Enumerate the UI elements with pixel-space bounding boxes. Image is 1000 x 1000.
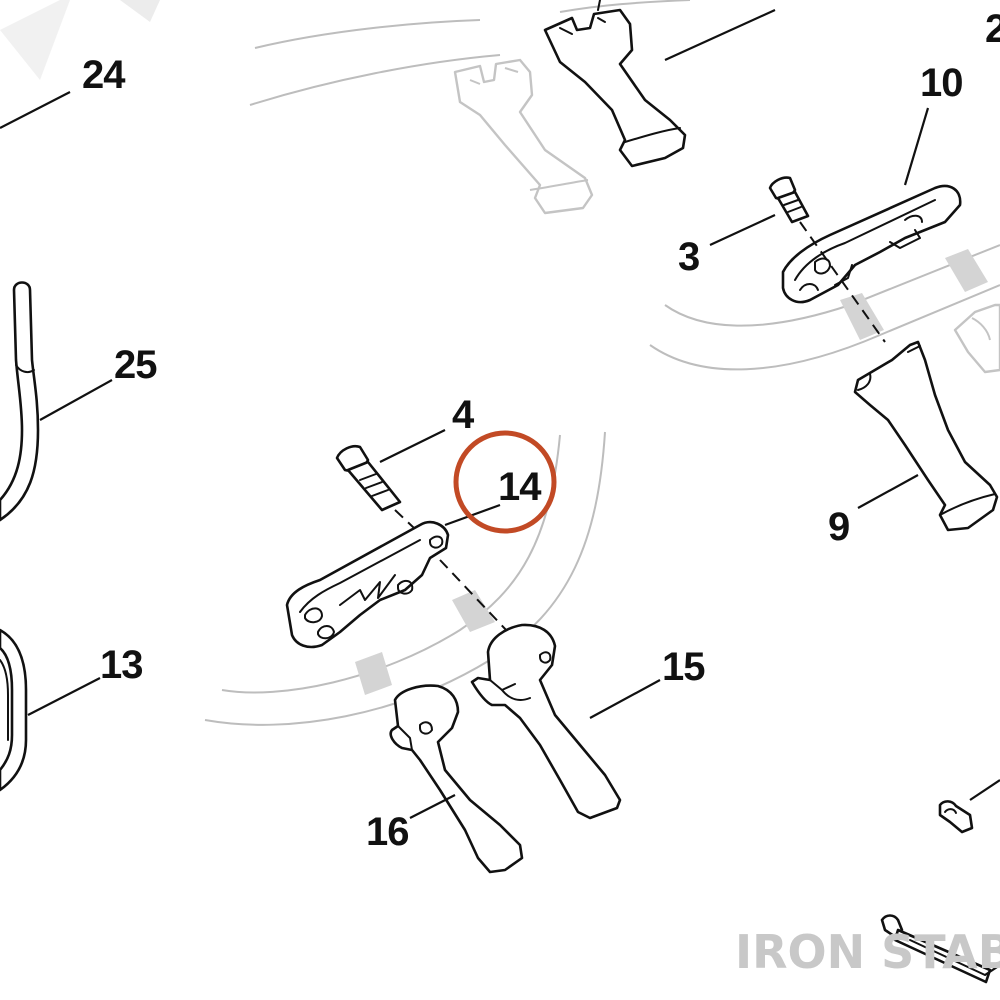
riser-part-2 — [543, 0, 687, 168]
callout-15: 15 — [662, 645, 705, 689]
cable-tie — [880, 914, 992, 984]
callout-14: 14 — [498, 465, 542, 509]
assembly-axis-right — [799, 221, 886, 343]
callout-3: 3 — [678, 235, 699, 279]
callout-16: 16 — [366, 810, 409, 854]
highlight-circle — [453, 430, 557, 534]
ghost-riser-right — [953, 303, 1000, 374]
hose-clip — [938, 800, 974, 834]
assembly-axis-center-lower — [439, 559, 526, 651]
callout-24: 24 — [82, 53, 126, 97]
handlebar-part-25 — [0, 281, 40, 522]
riser-part-15 — [470, 623, 622, 820]
callout-2: 2 — [985, 7, 1000, 51]
callout-13: 13 — [100, 643, 143, 687]
corner-mark — [120, 0, 160, 22]
callout-10: 10 — [920, 61, 963, 105]
clamp-part-14 — [285, 520, 450, 649]
corner-mark-2 — [0, 0, 70, 80]
riser-part-9 — [853, 340, 999, 532]
bolt-part-4 — [335, 444, 402, 512]
ghost-riser-top — [453, 58, 594, 215]
callout-9: 9 — [828, 505, 849, 549]
leader-lines — [0, 8, 1000, 976]
handlebar-outline-top — [249, 0, 691, 106]
handlebar-part-13 — [0, 628, 28, 792]
clamp-part-10 — [781, 184, 962, 304]
bolt-part-3 — [768, 176, 810, 224]
watermark-text: IRON STABLE — [735, 925, 1000, 979]
callout-25: 25 — [114, 343, 157, 387]
riser-part-16 — [389, 684, 524, 874]
callout-4: 4 — [452, 393, 475, 437]
handlebar-outline-right — [649, 244, 1000, 371]
